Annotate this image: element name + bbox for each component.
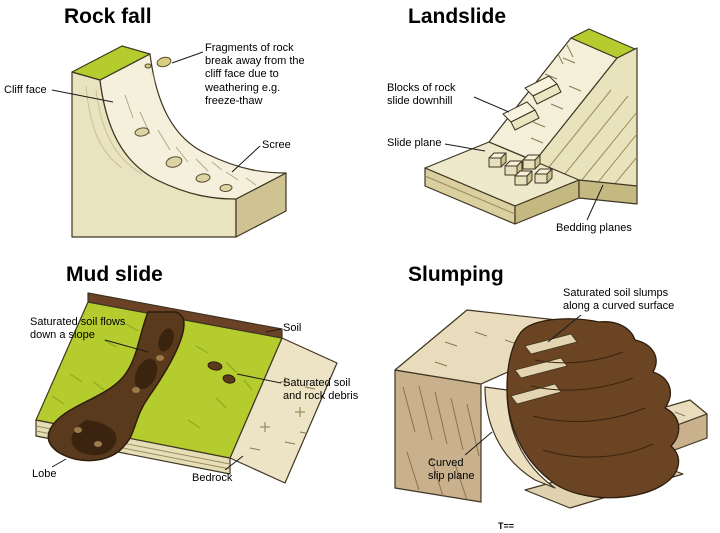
slumping-title: Slumping — [408, 263, 504, 286]
landslide-title: Landslide — [408, 5, 507, 28]
label-saturated-flow: Saturated soil flows down a slope — [30, 316, 126, 342]
rockfall-leader-lines — [51, 51, 261, 173]
mudslide-leader-lines — [51, 328, 282, 471]
landslide-leader-lines — [444, 96, 604, 221]
front-face-contours — [85, 85, 143, 175]
rockfall-illustration — [51, 45, 287, 238]
label-bedrock: Bedrock — [192, 472, 233, 484]
slumping-leader-lines — [464, 314, 582, 456]
label-lobe: Lobe — [32, 468, 57, 480]
rock-fragment — [144, 56, 172, 69]
mud-dark-patches — [71, 328, 174, 456]
slab-bedding-line — [424, 175, 516, 215]
label-scree: Scree — [262, 139, 291, 151]
label-soil: Soil — [283, 322, 302, 334]
landslide-slab-far-right — [578, 179, 638, 205]
sliding-blocks — [502, 75, 562, 131]
label-slide-plane: Slide plane — [387, 137, 442, 149]
debris-cubes — [488, 152, 553, 186]
scree-rocks — [134, 127, 233, 193]
caption-fragment: T== — [498, 521, 515, 531]
mudslide-title: Mud slide — [66, 263, 163, 286]
mudslide-illustration — [35, 292, 338, 484]
landslide-illustration — [424, 28, 638, 225]
mudslide-soil-band — [87, 292, 283, 339]
slumping-illustration — [394, 309, 708, 509]
label-cliff-face: Cliff face — [4, 84, 47, 96]
rockfall-cliff-surface — [99, 53, 287, 200]
label-blocks-of-rock: Blocks of rock slide downhill — [387, 82, 456, 108]
label-saturated-slump: Saturated soil slumps along a curved sur… — [563, 287, 675, 313]
label-rock-debris: Saturated soil and rock debris — [283, 377, 359, 403]
grass-texture — [51, 323, 253, 429]
slump-terrace-lines — [530, 351, 654, 458]
mud-rocks — [74, 355, 164, 447]
rock-debris-blobs — [207, 361, 236, 384]
label-rock-fragments: Fragments of rock break away from the cl… — [205, 42, 305, 107]
label-curved-slip-plane: Curved slip plane — [428, 457, 475, 483]
rockfall-grass-top — [71, 45, 151, 81]
front-face-hatch — [402, 385, 480, 501]
rockfall-title: Rock fall — [64, 5, 152, 28]
landslide-grass-top — [570, 28, 636, 59]
label-bedding-planes: Bedding planes — [556, 222, 632, 234]
